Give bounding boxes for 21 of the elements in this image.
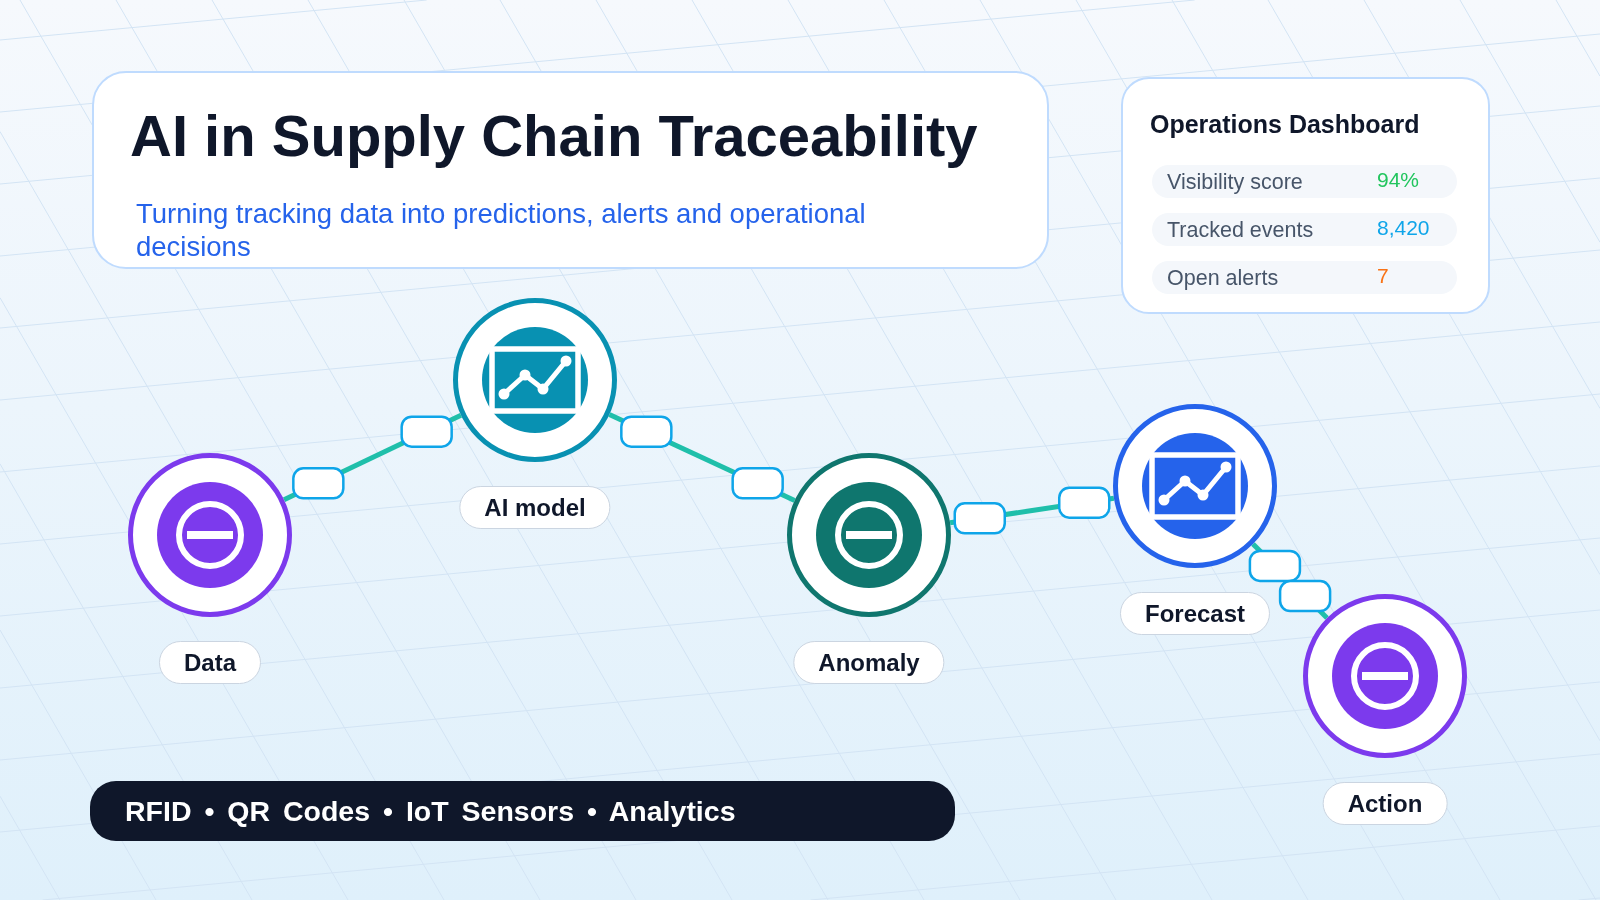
metric-label: Visibility score [1167, 169, 1303, 196]
metric-value: 8,420 [1377, 215, 1430, 241]
step-label: Anomaly [793, 641, 945, 684]
connector-line [608, 412, 796, 503]
metric-label: Tracked events [1167, 217, 1314, 244]
metric-label: Open alerts [1167, 265, 1279, 292]
metric-value: 94% [1377, 167, 1420, 193]
dashboard-card [1121, 77, 1490, 314]
diagram-title: AI in Supply Chain Traceability [130, 103, 978, 169]
connector-line [949, 486, 1115, 535]
connector-line [282, 413, 463, 502]
subtitle: Turning tracking data into predictions, alerts and operational decisions [136, 197, 867, 263]
tag-bar [90, 781, 955, 841]
step-label: Forecast [1120, 592, 1270, 635]
step-label: AI model [459, 486, 611, 529]
tag-list: RFID • QR Codes • IoT Sensors • Analytics [125, 794, 736, 828]
dashboard-heading: Operations Dashboard [1150, 109, 1420, 140]
metric-value: 7 [1377, 263, 1389, 289]
step-label: Action [1322, 782, 1448, 825]
connector-line [1248, 542, 1332, 620]
step-label: Data [159, 641, 261, 684]
